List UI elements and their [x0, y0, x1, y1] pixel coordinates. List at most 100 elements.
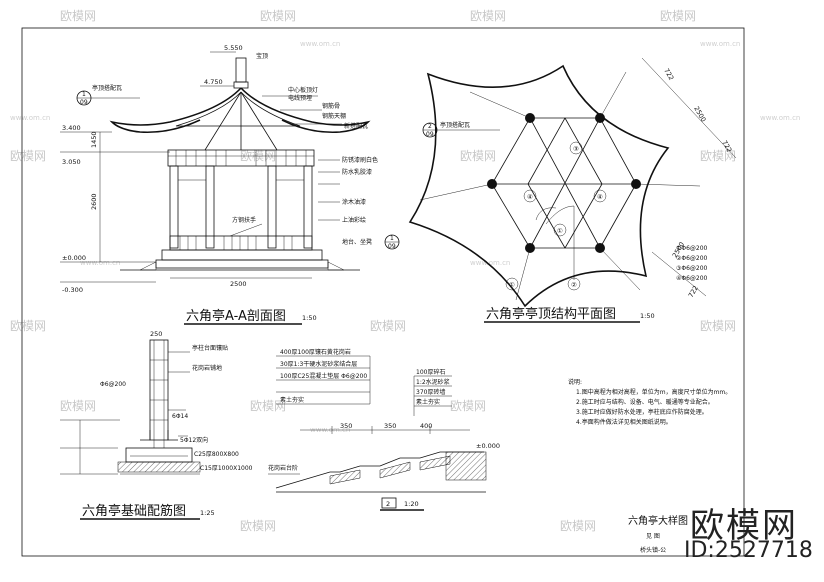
rebar-mark: ③	[573, 145, 579, 153]
watermark: 欧模网	[60, 9, 96, 23]
watermark-url: www.om.cn	[300, 40, 340, 48]
note-line: 2.施工时应与结构、设备、电气、暖通等专业配合。	[576, 398, 714, 406]
rebar-mark: ①	[509, 281, 515, 289]
watermark: 欧模网	[250, 399, 286, 413]
column-node	[525, 113, 535, 123]
section-label: 中心板顶灯	[288, 86, 318, 94]
watermark-url: www.om.cn	[700, 40, 740, 48]
note-line: 1.图中高程为相对高程，单位为m，高度尺寸单位为mm。	[576, 388, 731, 396]
callout-num: 1	[390, 235, 394, 242]
rebar-mark: ②	[571, 281, 577, 289]
foundation-label: C25厚800X800	[194, 451, 239, 458]
foundation-label: 5Φ12双向	[180, 436, 208, 444]
section-dim: 2500	[230, 280, 247, 288]
brand-name: 欧模网	[690, 506, 798, 546]
detail-dim: 350	[340, 422, 352, 430]
rebar-mark: ①	[557, 227, 563, 235]
watermark: 欧模网	[660, 9, 696, 23]
section-label: 宝顶	[256, 52, 268, 60]
section-label: 电线预埋	[288, 94, 312, 102]
section-label: 钢筋骨	[322, 102, 340, 110]
section-dim: 1450	[90, 131, 98, 148]
detail-layer-right: 370厚砖墙	[416, 388, 445, 396]
callout-num: 2	[428, 123, 432, 130]
section-label: 防水乳胶漆	[342, 168, 372, 176]
watermark: 欧模网	[10, 149, 46, 163]
column-node	[595, 243, 605, 253]
detail-layer-right: 100厚碎石	[416, 368, 445, 376]
detail-label: 花岗岩台阶	[268, 464, 298, 472]
rebar-legend: ④Φ6@200	[676, 275, 708, 282]
note-line: 4.亭面构件做法详见相关图纸说明。	[576, 418, 672, 426]
rebar-legend: ①Φ6@200	[676, 245, 708, 252]
watermark: 欧模网	[470, 9, 506, 23]
foundation-drawing: 250 Φ6@200 6Φ14 5Φ12双向 C25厚800X800 C15厚1…	[60, 330, 253, 475]
foundation-scale: 1:25	[200, 509, 215, 517]
level-label: 5.550	[224, 44, 243, 52]
watermark: 欧模网	[240, 519, 276, 533]
notes-title: 说明:	[568, 378, 582, 386]
level-label: -0.300	[62, 286, 83, 294]
level-label: 4.750	[204, 78, 223, 86]
sheet-sub: 见 图	[646, 533, 660, 540]
foundation-label: Φ6@200	[100, 381, 126, 388]
section-label: 地台、坐凳	[342, 238, 372, 246]
detail-num: 2	[386, 500, 390, 508]
foundation-dim: 250	[150, 330, 162, 338]
roof-plan-scale: 1:50	[640, 312, 655, 320]
rebar-legend: ③Φ6@200	[676, 265, 708, 272]
detail-layer: 100厚C25混凝土垫层 Φ6@200	[280, 372, 367, 380]
detail-layer: 素土夯实	[280, 396, 304, 404]
detail-dim: 400	[420, 422, 432, 430]
section-title: 六角亭A-A剖面图	[186, 308, 286, 324]
sheet-project: 桥头镇-公	[640, 546, 666, 554]
sheet-title: 六角亭大样图	[628, 514, 688, 527]
foundation-label: 6Φ14	[172, 413, 188, 420]
watermark: 欧模网	[60, 399, 96, 413]
watermark: 欧模网	[370, 319, 406, 333]
watermark-url: www.om.cn	[80, 259, 120, 267]
note-line: 3.施工时应做好防水处理，亭柱底应作防腐处理。	[576, 408, 708, 416]
brand-id: ID:2527718	[684, 538, 813, 563]
section-label: 上油彩绘	[342, 216, 366, 224]
watermark-url: www.om.cn	[10, 114, 50, 122]
section-aa-drawing: 3.400 3.050 ±0.000 -0.300 5.550 4.750 25…	[60, 44, 400, 294]
watermark-url: www.om.cn	[470, 259, 510, 267]
watermark: 欧模网	[460, 149, 496, 163]
rebar-mark: ④	[527, 193, 533, 201]
watermark: 欧模网	[700, 319, 736, 333]
watermark: 欧模网	[10, 319, 46, 333]
level-label: ±0.000	[62, 254, 86, 262]
section-label: 新搭配瓦	[344, 122, 368, 130]
detail-layer-right: 素土夯实	[416, 398, 440, 406]
callout-sub: 09	[388, 243, 396, 250]
watermark-url: www.om.cn	[760, 114, 800, 122]
detail-dim: 350	[384, 422, 396, 430]
section-label: 钢筋天棚	[322, 112, 346, 120]
section-label: 涂木油漆	[342, 198, 366, 206]
column-node	[631, 179, 641, 189]
detail-layer: 30厚1:3干硬水泥砂浆结合层	[280, 360, 357, 368]
roof-label: 亭顶搭配瓦	[440, 121, 470, 129]
level-label: 3.050	[62, 158, 81, 166]
roof-plan-title: 六角亭亭顶结构平面图	[486, 306, 616, 322]
roof-plan-drawing: ① ② ③ ④ ④ ① 722 2500 722 2500 722 2 09 亭…	[408, 57, 737, 308]
watermark: 欧模网	[560, 519, 596, 533]
rebar-mark: ④	[597, 193, 603, 201]
foundation-label: 花岗岩铺地	[192, 364, 222, 372]
watermark: 欧模网	[700, 149, 736, 163]
detail-dim: ±0.000	[476, 442, 500, 450]
detail-scale: 1:20	[404, 500, 419, 508]
column-node	[525, 243, 535, 253]
watermark: 欧模网	[260, 9, 296, 23]
foundation-label: 亭柱台面镶贴	[192, 344, 228, 352]
foundation-label: C15厚1000X1000	[200, 465, 253, 472]
rebar-legend: ②Φ6@200	[676, 255, 708, 262]
section-label: 防锈漆刷白色	[342, 156, 378, 164]
detail-layer-right: 1:2水泥砂浆	[416, 378, 450, 386]
callout-sub: 09	[80, 99, 88, 106]
section-label: 方钢扶手	[232, 216, 256, 224]
callout-sub: 09	[426, 131, 434, 138]
sheet-frame	[21, 27, 745, 557]
